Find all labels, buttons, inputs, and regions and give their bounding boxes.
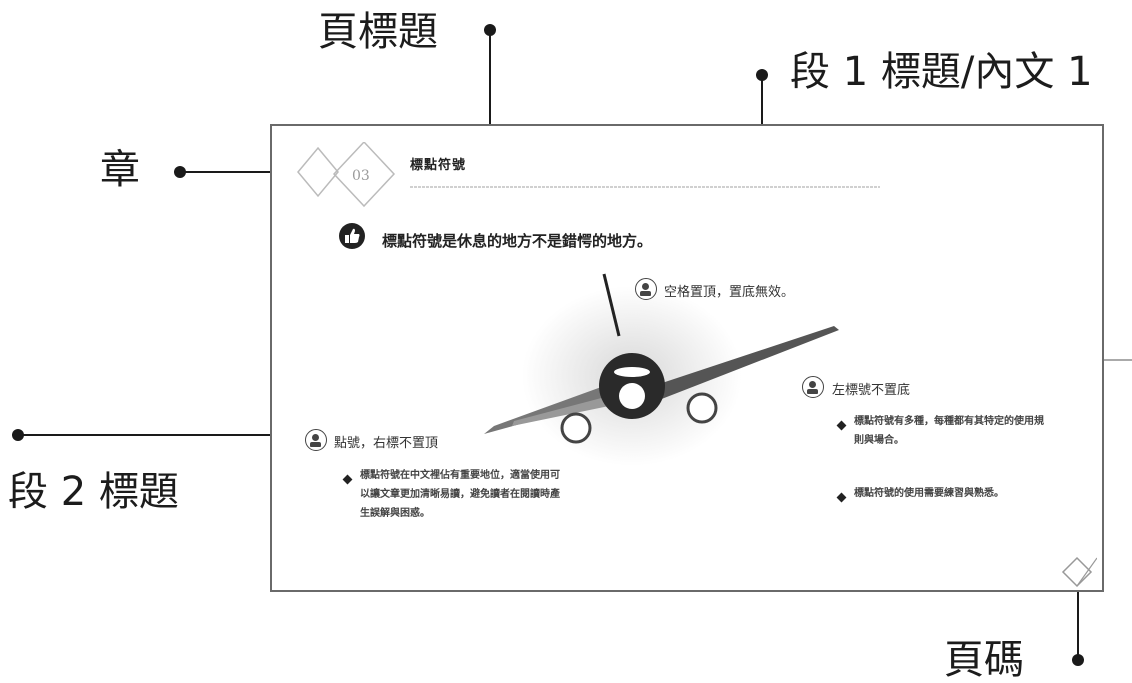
- person-icon-top: [635, 278, 657, 300]
- page-number-diamond-icon: [1061, 556, 1097, 588]
- slide-frame: 03 標點符號 標點符號是休息的地方不是錯愕的地方。 空格置頂，置底無效。 左標…: [270, 124, 1104, 592]
- slide-subtitle-line: [410, 184, 880, 191]
- body-left: 標點符號在中文裡佔有重要地位，適當使用可以讓文章更加清晰易讀，避免讀者在閱讀時產…: [360, 470, 560, 519]
- airplane-icon: [484, 273, 839, 466]
- callout-page-title: 頁標題: [318, 9, 438, 55]
- thumbs-up-icon: [339, 223, 365, 249]
- page-title-dot: [484, 24, 496, 36]
- callout-chapter: 章: [100, 147, 140, 193]
- bullet-right-2: [836, 492, 847, 503]
- headline: 標點符號是休息的地方不是錯愕的地方。: [382, 232, 653, 250]
- subtitle-left: 點號，右標不置頂: [334, 436, 439, 451]
- chapter-diamond-icon: [297, 142, 396, 208]
- chapter-number: 03: [352, 168, 370, 184]
- slide-title: 標點符號: [410, 158, 467, 173]
- person-icon-left: [305, 429, 327, 451]
- callout-section1: 段 1 標題/內文 1: [790, 49, 1093, 95]
- bullet-left: [342, 474, 353, 485]
- person-icon-right: [802, 376, 824, 398]
- body-right-2: 標點符號的使用需要練習與熟悉。: [854, 488, 1004, 499]
- subtitle-right: 左標號不置底: [832, 383, 911, 398]
- callout-page-number: 頁碼: [944, 637, 1024, 683]
- body-right-1: 標點符號有多種，每種都有其特定的使用規則與場合。: [854, 416, 1044, 446]
- subtitle-top: 空格置頂，置底無效。: [664, 285, 795, 300]
- callout-section2: 段 2 標題: [8, 469, 179, 515]
